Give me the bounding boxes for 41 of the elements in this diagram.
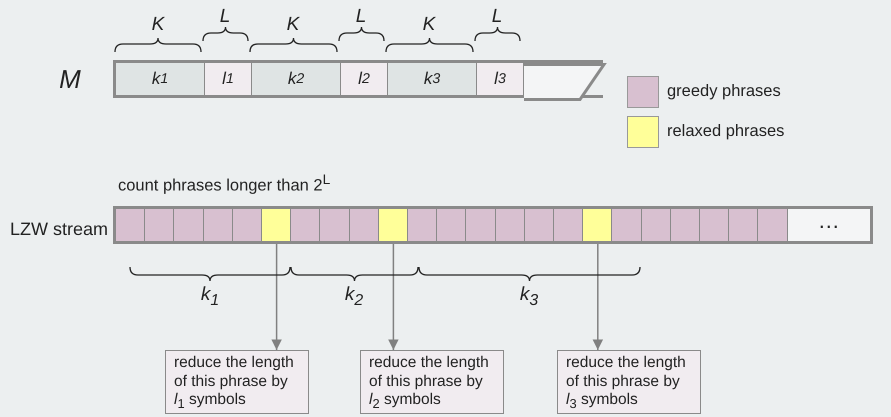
caption-text: count phrases longer than 2$^{L}$ bbox=[118, 172, 330, 196]
brace-label: k$_{3}$ bbox=[520, 284, 538, 310]
brace-label: L bbox=[492, 6, 502, 28]
phrase-cell bbox=[612, 209, 642, 241]
brace-label: k$_{1}$ bbox=[200, 284, 220, 310]
phrase-cell bbox=[232, 209, 262, 241]
phrase-cell bbox=[466, 209, 496, 241]
brace-label: L bbox=[220, 6, 230, 28]
phrase-cell bbox=[554, 209, 584, 241]
phrase-cell bbox=[145, 209, 174, 241]
phrase-cell bbox=[350, 209, 379, 241]
phrase-cell bbox=[378, 209, 408, 241]
row-label: LZW stream bbox=[10, 218, 108, 241]
phrase-cell bbox=[496, 209, 525, 241]
phrase-cell bbox=[729, 209, 758, 241]
note-box: reduce the length of this phrase by l$_{1}$ symbols bbox=[165, 350, 309, 414]
note-box: reduce the length of this phrase by l$_{2}$ symbols bbox=[360, 350, 504, 414]
phrase-cell bbox=[642, 209, 671, 241]
brace-label: L bbox=[356, 6, 366, 28]
phrase-cell bbox=[758, 209, 788, 241]
phrase-cell bbox=[670, 209, 700, 241]
open-end-cell bbox=[524, 63, 606, 101]
phrase-cell bbox=[320, 209, 350, 241]
phrase-cell bbox=[700, 209, 730, 241]
phrase-cell bbox=[174, 209, 204, 241]
brace-label: K bbox=[422, 14, 436, 36]
phrase-cell bbox=[524, 209, 554, 241]
brace-label: k$_{2}$ bbox=[344, 284, 364, 310]
phrase-cell bbox=[291, 209, 320, 241]
phrase-cell bbox=[437, 209, 466, 241]
phrase-cell bbox=[204, 209, 233, 241]
phrase-cell bbox=[116, 209, 146, 241]
row-label: M bbox=[58, 62, 82, 96]
legend-label: relaxed phrases bbox=[667, 122, 784, 141]
phrase-cell bbox=[262, 209, 292, 241]
note-box: reduce the length of this phrase by l$_{3}$ symbols bbox=[557, 350, 701, 414]
legend-label: greedy phrases bbox=[667, 82, 781, 101]
phrase-cell bbox=[408, 209, 438, 241]
brace-label: K bbox=[286, 14, 300, 36]
brace-label: K bbox=[152, 14, 164, 36]
phrase-cell bbox=[583, 209, 612, 241]
